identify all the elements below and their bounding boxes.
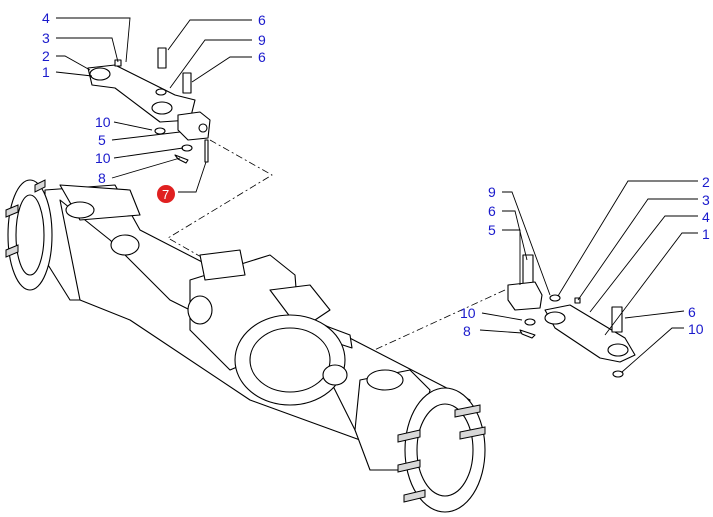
axle-housing — [5, 179, 486, 513]
callout-1-right[interactable]: 1 — [702, 226, 710, 242]
callout-6-left[interactable]: 6 — [258, 49, 266, 65]
callout-8-left[interactable]: 8 — [98, 170, 106, 186]
callout-10-right-left[interactable]: 10 — [460, 305, 476, 321]
callout-5-left[interactable]: 5 — [98, 132, 106, 148]
callout-9-right[interactable]: 9 — [488, 184, 496, 200]
wheel-studs — [5, 179, 486, 503]
callout-9-left[interactable]: 9 — [258, 32, 266, 48]
assembly-line-right — [339, 289, 506, 353]
callout-10-left[interactable]: 10 — [95, 150, 111, 166]
callout-2-left[interactable]: 2 — [42, 48, 50, 64]
callout-6-left-top[interactable]: 6 — [258, 12, 266, 28]
callout-3-right[interactable]: 3 — [702, 192, 710, 208]
callout-10-right[interactable]: 10 — [688, 321, 704, 337]
callout-1-left[interactable]: 1 — [42, 64, 50, 80]
callout-5-right[interactable]: 5 — [488, 222, 496, 238]
steering-linkage-left — [87, 47, 211, 164]
assembly-line-left — [167, 139, 273, 263]
callout-6-right[interactable]: 6 — [688, 304, 696, 320]
callout-2-right[interactable]: 2 — [702, 174, 710, 190]
callout-6-right-top[interactable]: 6 — [488, 203, 496, 219]
callout-4-left[interactable]: 4 — [42, 10, 50, 26]
callout-10-left-top[interactable]: 10 — [95, 114, 111, 130]
leader-lines — [55, 17, 698, 373]
callout-8-right[interactable]: 8 — [463, 323, 471, 339]
callout-4-right[interactable]: 4 — [702, 209, 710, 225]
steering-linkage-right — [507, 254, 636, 378]
highlight-badge-7[interactable]: 7 — [157, 185, 175, 203]
callout-7-highlighted[interactable]: 7 — [162, 187, 169, 202]
callout-3-left[interactable]: 3 — [42, 30, 50, 46]
